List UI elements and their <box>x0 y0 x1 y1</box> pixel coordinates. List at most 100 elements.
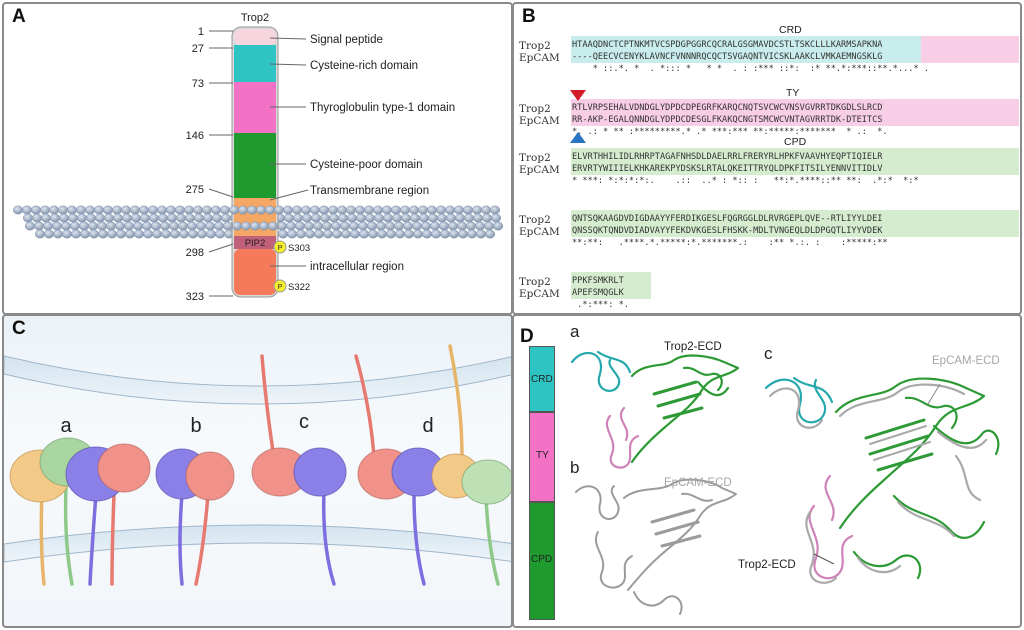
protein-title: Trop2 <box>241 12 269 24</box>
lipid-bead <box>96 221 107 231</box>
position-label: 323 <box>186 291 204 303</box>
structure-cartoons: Trop2-ECD EpCAM-ECD EpCAM-ECD Trop2-ECD <box>570 341 1000 615</box>
lipid-bead <box>485 229 496 239</box>
lipid-bead <box>265 205 276 215</box>
lipid-bead <box>355 205 366 215</box>
lipid-bead <box>178 229 189 239</box>
lipid-bead <box>323 229 334 239</box>
lipid-bead <box>132 221 143 231</box>
lipid-bead <box>274 205 285 215</box>
seq-name: EpCAM <box>519 288 560 300</box>
lipid-bead <box>75 205 86 215</box>
position-label: 73 <box>192 78 204 90</box>
lipid-bead <box>129 205 140 215</box>
alignment-header-crd: CRD <box>779 24 802 36</box>
lipid-bead <box>328 205 339 215</box>
lipid-bead <box>391 205 402 215</box>
bar-ty <box>529 412 555 502</box>
lipid-bead <box>310 205 321 215</box>
lipid-bead <box>278 229 289 239</box>
panel-b: B CRD TY CPD Trop2 EpCAM HTAAQDNCTCPTNKM… <box>512 2 1022 315</box>
lipid-bead <box>43 221 54 231</box>
bar-label-cpd: CPD <box>531 554 553 565</box>
lipid-bead <box>422 229 433 239</box>
lipid-bead <box>205 229 216 239</box>
seq-name: EpCAM <box>519 52 560 64</box>
lipid-bead <box>439 221 450 231</box>
lipid-bead <box>283 205 294 215</box>
lipid-bead <box>50 213 61 223</box>
lipid-bead <box>314 229 325 239</box>
lipid-bead <box>431 229 442 239</box>
lipid-bead <box>106 229 117 239</box>
lipid-bead <box>484 221 495 231</box>
sequence: HTAAQDNCTCPTNKMTVCSPDGPGGRCQCRALGSGMAVDC… <box>572 40 883 50</box>
lipid-bead <box>364 205 375 215</box>
trop2-ecd-structure <box>570 350 740 469</box>
ty-segment <box>234 82 276 133</box>
lipid-bead <box>62 229 73 239</box>
complex-label: d <box>422 415 433 437</box>
lipid-bead <box>76 213 87 223</box>
conservation-line: .*:***: *. <box>572 300 629 310</box>
lipid-bead <box>296 229 307 239</box>
lipid-bead <box>228 205 239 215</box>
lipid-bead <box>166 213 177 223</box>
lipid-bead <box>121 213 132 223</box>
intracellular-segment <box>234 249 276 295</box>
phospho-icon <box>273 240 287 254</box>
panel-b-label: B <box>522 6 536 27</box>
subpanel-label: c <box>764 344 773 363</box>
lipid-bead <box>467 229 478 239</box>
panel-d-label: D <box>520 326 534 347</box>
seq-name: Trop2 <box>519 276 551 288</box>
domain-label: Cysteine-poor domain <box>310 159 423 171</box>
domain-label: intracellular region <box>310 261 404 273</box>
alignment-header-cpd: CPD <box>784 136 807 148</box>
lower-membrane <box>4 524 511 563</box>
lipid-bead <box>376 221 387 231</box>
signal-peptide-segment <box>234 29 276 45</box>
lipid-bead <box>304 221 315 231</box>
domain-label: Transmembrane region <box>310 185 429 197</box>
lipid-bead <box>214 229 225 239</box>
lipid-bead <box>219 205 230 215</box>
lipid-bead <box>111 205 122 215</box>
sequence: QNSSQKTQNDVDIADVAYYFEKDVKGESLFHSKK-MDLTV… <box>572 226 883 236</box>
lipid-bead <box>445 205 456 215</box>
lipid-bead <box>412 221 423 231</box>
lipid-bead <box>150 221 161 231</box>
panel-a: A Trop2 1 27 73 146 275 298 323 <box>2 2 513 315</box>
sequence: ELVRTHHILIDLRHRPTAGAFNHSDLDAELRRLFRERYRL… <box>572 152 883 162</box>
lipid-bead <box>338 213 349 223</box>
lipid-bead <box>401 213 412 223</box>
lipid-bead <box>404 229 415 239</box>
lipid-bead <box>455 213 466 223</box>
lipid-bead <box>332 229 343 239</box>
lipid-bead <box>268 221 279 231</box>
position-label: 298 <box>186 247 204 259</box>
alignment-header-ty: TY <box>786 87 800 99</box>
lipid-bead <box>313 221 324 231</box>
lipid-bead <box>124 229 135 239</box>
lipid-bead <box>392 213 403 223</box>
lipid-bead <box>139 213 150 223</box>
seq-name: EpCAM <box>519 226 560 238</box>
position-label: 146 <box>186 130 204 142</box>
subpanel-label: b <box>570 458 580 477</box>
panel-c: a b c d C <box>2 314 513 628</box>
sequence: PPKFSMKRLT <box>572 276 624 286</box>
lipid-bead <box>192 205 203 215</box>
lipid-bead <box>79 229 90 239</box>
lipid-bead <box>157 213 168 223</box>
lipid-bead <box>49 205 60 215</box>
trop2-oligomer-scene: a b c d <box>4 344 511 586</box>
lipid-bead <box>448 221 459 231</box>
lipid-bead <box>421 221 432 231</box>
lipid-bead <box>148 213 159 223</box>
lipid-bead <box>466 221 477 231</box>
conservation-line: **:**: .****.*.*****:*.*******.: :** *.:… <box>572 238 888 248</box>
lipid-bead <box>142 229 153 239</box>
lipid-bead <box>428 213 439 223</box>
bar-cpd <box>529 502 555 620</box>
